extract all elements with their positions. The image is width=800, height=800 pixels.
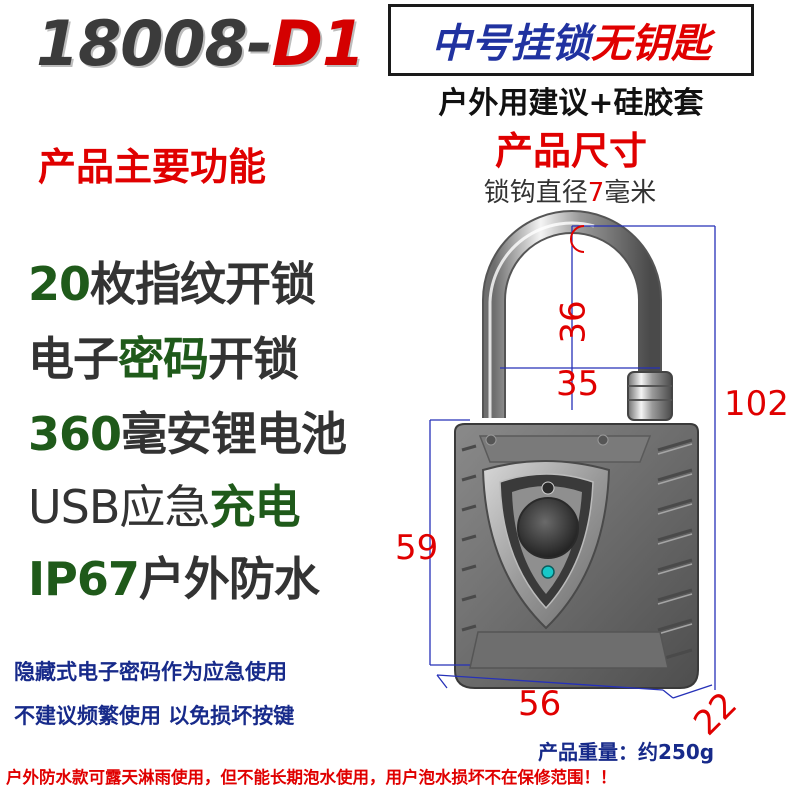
dim-body-height: 59	[395, 528, 439, 568]
dim-body-width: 56	[518, 684, 562, 724]
feature-fingerprint-count: 20	[28, 257, 91, 311]
shackle-diameter-note: 锁钩直径7毫米	[420, 172, 720, 209]
feature-password-c: 开锁	[208, 332, 299, 386]
feature-battery-text: 毫安锂电池	[121, 407, 347, 461]
feature-password-a: 电子	[28, 332, 119, 386]
shackle-prefix: 锁钩直径	[483, 178, 588, 208]
feature-usb-text: USB应急	[28, 480, 210, 534]
shackle-number: 7	[587, 178, 605, 208]
size-title: 产品尺寸	[494, 129, 647, 173]
product-weight: 产品重量：约250g	[538, 740, 715, 764]
features-title: 产品主要功能	[38, 145, 267, 189]
model-number: 18008-D1	[36, 7, 365, 80]
status-led	[541, 565, 555, 579]
dim-shackle-height: 36	[553, 300, 594, 344]
note-line-1: 隐藏式电子密码作为应急使用	[14, 660, 287, 684]
feature-usb: USB应急充电	[28, 471, 300, 537]
shackle	[482, 210, 662, 418]
note-line-2: 不建议频繁使用 以免损坏按键	[14, 704, 295, 728]
feature-waterproof-text: 户外防水	[138, 552, 320, 606]
title-part-2: 无钥匙	[591, 21, 711, 67]
fingerprint-shield	[481, 460, 611, 630]
dimension-lines	[429, 225, 716, 699]
feature-password: 电子密码开锁	[28, 323, 299, 389]
model-prefix: 18008-	[36, 7, 272, 80]
outdoor-suggestion: 户外用建议+硅胶套	[438, 86, 704, 121]
feature-usb-charge: 充电	[209, 480, 300, 534]
feature-battery-capacity: 360	[28, 407, 122, 461]
feature-battery: 360毫安锂电池	[28, 398, 347, 464]
feature-fingerprint-text: 枚指纹开锁	[90, 257, 316, 311]
dim-shackle-width: 35	[556, 364, 600, 404]
shackle-unit: 毫米	[604, 178, 657, 208]
model-suffix: D1	[271, 7, 365, 80]
feature-password-b: 密码	[118, 332, 209, 386]
title-part-1: 中号挂锁	[431, 21, 591, 67]
dim-total-height: 102	[724, 384, 789, 424]
feature-waterproof: IP67户外防水	[28, 543, 320, 609]
product-title-box: 中号挂锁无钥匙	[388, 4, 754, 76]
feature-waterproof-rating: IP67	[28, 552, 140, 606]
diameter-marker	[570, 225, 585, 253]
shackle-collar	[627, 371, 673, 421]
fingerprint-sensor	[517, 497, 579, 559]
waterproof-warning: 户外防水款可露天淋雨使用，但不能长期泡水使用，用户泡水损坏不在保修范围！！	[6, 768, 617, 787]
feature-fingerprint: 20枚指纹开锁	[28, 248, 316, 314]
